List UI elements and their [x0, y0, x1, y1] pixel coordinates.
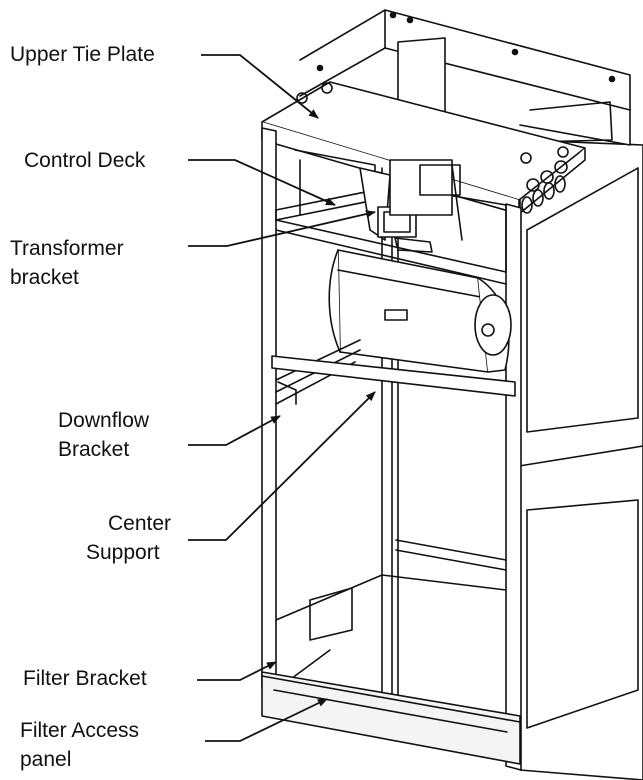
leader-upper-tie-plate: [201, 54, 319, 119]
label-filter-bracket: Filter Bracket: [23, 664, 147, 693]
leader-transformer-bracket: [188, 210, 376, 247]
label-control-deck-text: Control Deck: [24, 149, 146, 172]
lower-cavity: [275, 539, 507, 691]
transformer-bracket: [359, 159, 463, 253]
label-transformer-line1: Transformer: [10, 237, 124, 260]
leader-downflow-bracket: [188, 415, 281, 446]
leader-center-support: [188, 391, 376, 541]
label-center-support: Center Support: [86, 509, 171, 567]
leader-filter-bracket: [197, 661, 277, 681]
label-upper-tie-plate: Upper Tie Plate: [10, 40, 155, 69]
label-control-deck: Control Deck: [24, 146, 145, 175]
label-downflow-line1: Downflow: [58, 409, 150, 432]
leader-filter-access-panel: [205, 698, 328, 742]
label-transformer-bracket: Transformer bracket: [10, 234, 124, 292]
label-filter-bracket-text: Filter Bracket: [23, 667, 147, 690]
label-filter-access-panel: Filter Access panel: [20, 716, 139, 774]
label-transformer-line2: bracket: [10, 266, 79, 289]
right-side-panel: [518, 139, 643, 780]
knockout-holes: [521, 175, 566, 214]
label-upper-tie-plate-text: Upper Tie Plate: [10, 43, 155, 66]
label-downflow-line2: Bracket: [58, 438, 130, 461]
label-filter-access-line2: panel: [20, 748, 72, 771]
front-frame: [261, 127, 522, 771]
leader-control-deck: [188, 159, 336, 206]
filter-access-panel: [261, 671, 521, 765]
label-center-line2: Support: [86, 541, 160, 564]
label-center-line1: Center: [108, 512, 172, 535]
label-downflow-bracket: Downflow Bracket: [58, 406, 149, 464]
blower-housing: [328, 249, 512, 373]
label-filter-access-line1: Filter Access: [20, 719, 140, 742]
center-support: [271, 355, 516, 397]
